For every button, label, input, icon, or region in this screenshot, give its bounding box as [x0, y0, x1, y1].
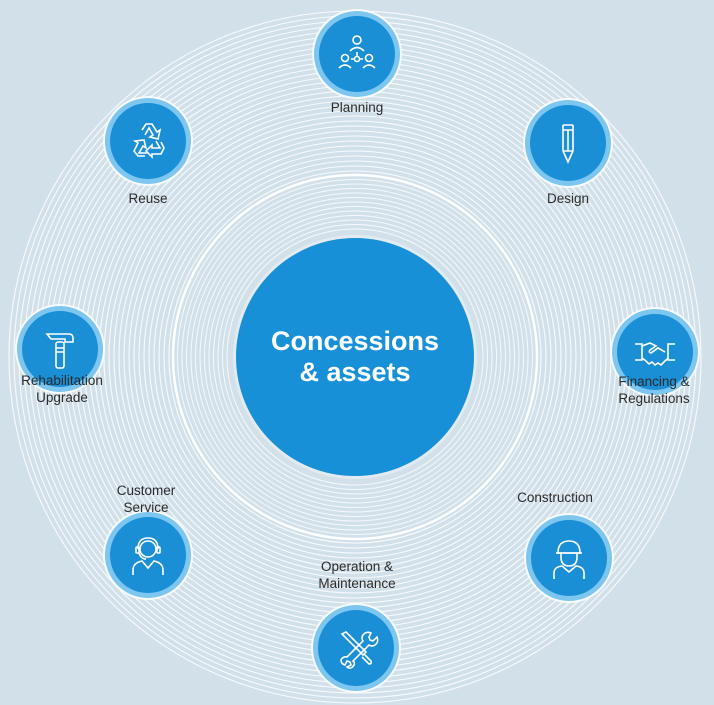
inner-ring: [208, 210, 502, 504]
planning-label: Planning: [331, 99, 384, 116]
inner-ring: [177, 179, 533, 535]
operation-node: [318, 610, 394, 686]
outer-ring: [118, 120, 592, 594]
inner-ring: [217, 219, 493, 495]
rehabilitation-label-line1: Rehabilitation: [21, 373, 103, 388]
outer-ring: [148, 150, 562, 564]
inner-ring: [222, 224, 488, 490]
reuse-label: Reuse: [128, 190, 167, 207]
customer-service-label-line1: Customer: [116, 483, 176, 498]
handshake-icon: [635, 342, 675, 367]
outer-ring: [108, 110, 602, 604]
worker-helmet-icon: [553, 540, 585, 579]
inner-ring: [204, 206, 506, 508]
operation-label: Operation & Maintenance: [318, 558, 395, 592]
divider-ring: [171, 173, 539, 541]
headset-agent-icon: [132, 537, 164, 575]
inner-ring: [181, 183, 529, 531]
outer-ring: [168, 170, 542, 544]
recycle-icon: [132, 123, 165, 159]
design-label: Design: [547, 190, 589, 207]
outer-ring: [103, 105, 607, 609]
rehabilitation-label: Rehabilitation Upgrade: [21, 372, 103, 406]
outer-ring: [153, 155, 557, 559]
center-title-line1: Concessions: [270, 326, 440, 356]
construction-node: [531, 520, 607, 596]
design-label-line1: Design: [546, 191, 590, 206]
outer-ring: [163, 165, 547, 549]
hammer-icon: [45, 333, 74, 369]
tools-icon: [340, 631, 379, 669]
customer-service-label-line2: Service: [123, 500, 169, 515]
construction-label-line1: Construction: [517, 490, 593, 505]
center-title-line2: & assets: [299, 357, 411, 387]
pencil-icon: [562, 124, 574, 164]
outer-ring: [113, 115, 597, 599]
outer-ring: [128, 130, 582, 584]
reuse-label-line1: Reuse: [128, 191, 168, 206]
outer-ring: [158, 160, 552, 554]
center-circle: Concessions & assets: [236, 238, 474, 476]
financing-label: Financing & Regulations: [618, 373, 689, 407]
planning-label-line1: Planning: [330, 100, 384, 115]
rehabilitation-node: [22, 311, 98, 387]
financing-label-line2: Regulations: [618, 391, 690, 406]
construction-label: Construction: [517, 489, 593, 506]
customer-service-node: [110, 517, 186, 593]
rehabilitation-label-line2: Upgrade: [36, 390, 88, 405]
team-icon: [338, 35, 376, 69]
inner-ring: [199, 201, 511, 513]
operation-label-line2: Maintenance: [318, 576, 396, 591]
operation-label-line1: Operation &: [320, 559, 394, 574]
inner-ring: [186, 188, 524, 526]
inner-ring: [213, 215, 497, 499]
outer-ring: [123, 125, 587, 589]
inner-ring: [195, 197, 515, 517]
design-node: [530, 105, 606, 181]
financing-label-line1: Financing &: [618, 374, 690, 389]
inner-ring: [190, 192, 520, 522]
reuse-node: [110, 103, 186, 179]
outer-ring: [133, 135, 577, 579]
inner-ring: [226, 228, 484, 486]
outer-ring: [8, 10, 702, 704]
financing-node: [617, 314, 693, 390]
customer-service-label: Customer Service: [117, 482, 176, 516]
planning-node: [319, 16, 395, 92]
outer-ring: [138, 140, 572, 574]
outer-ring: [143, 145, 567, 569]
